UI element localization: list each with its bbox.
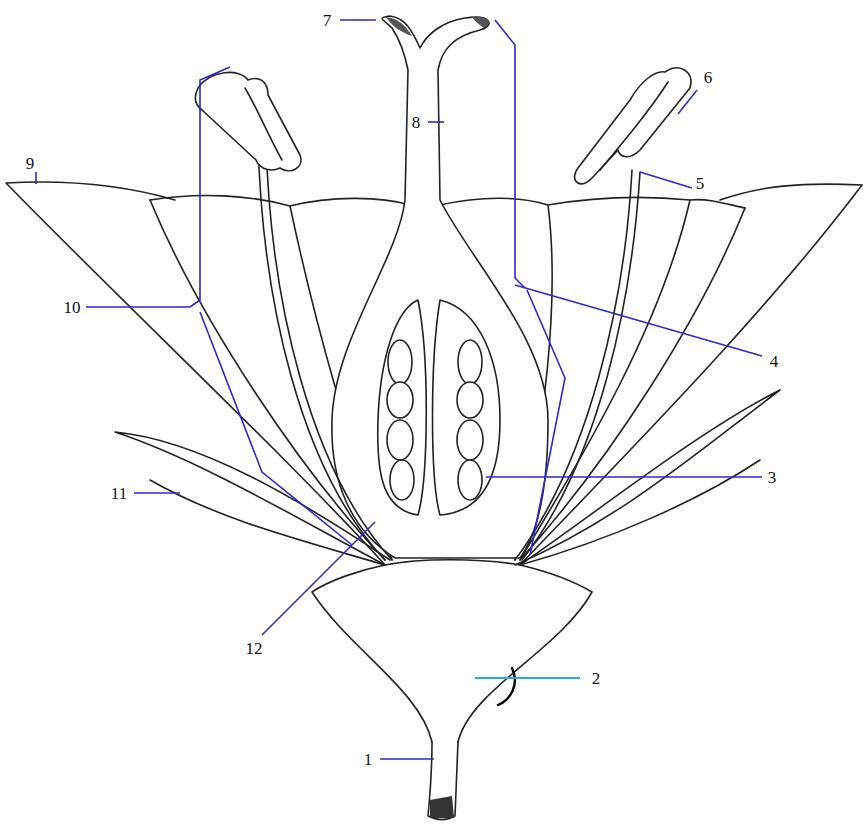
stigma-shade — [386, 17, 412, 36]
filament — [258, 140, 392, 560]
locule-outline — [378, 300, 427, 515]
anther-line — [245, 88, 282, 160]
leader-line — [428, 121, 444, 123]
leader-line — [200, 312, 352, 545]
leader-line — [486, 476, 762, 478]
ovule — [458, 340, 482, 384]
receptacle-outline — [312, 565, 432, 742]
ovule — [388, 340, 412, 384]
petal-line — [520, 208, 745, 560]
leader-line — [134, 492, 180, 494]
leader-line — [527, 290, 565, 555]
anther — [575, 68, 691, 184]
petal-rim — [440, 197, 745, 208]
callout-number: 6 — [704, 69, 713, 86]
leader-line — [515, 285, 762, 356]
locule-outline — [433, 300, 501, 515]
callout-number: 1 — [364, 751, 373, 768]
callout-number: 12 — [246, 640, 263, 657]
filament — [515, 170, 640, 560]
callout-number: 7 — [323, 12, 332, 29]
sepal-outline — [520, 460, 760, 565]
anther-line — [600, 82, 668, 170]
leader-line — [678, 90, 697, 114]
receptacle-top — [385, 560, 520, 565]
callout-number: 2 — [592, 670, 601, 687]
anther — [195, 72, 301, 170]
leader-line — [640, 172, 692, 188]
ovule — [387, 382, 413, 418]
petal-outline — [520, 184, 862, 565]
bracket-line — [495, 20, 525, 288]
stigma-shade — [472, 17, 489, 28]
callout-number: 9 — [26, 155, 35, 172]
ovule — [387, 420, 413, 460]
leader-line — [380, 758, 434, 760]
receptacle-outline — [458, 565, 592, 742]
ovule — [390, 460, 414, 500]
leader-line — [340, 19, 376, 21]
stalk-end — [430, 796, 454, 818]
petal-line — [520, 200, 690, 560]
leader-line — [35, 172, 37, 184]
callout-number: 4 — [770, 353, 779, 370]
ovule — [458, 460, 482, 500]
ovule — [457, 382, 483, 418]
node-arc — [498, 668, 515, 705]
leader-line — [475, 677, 580, 679]
callout-number: 5 — [696, 175, 705, 192]
stalk-outline — [428, 742, 458, 820]
leader-line — [86, 306, 190, 308]
petal-outline — [6, 182, 385, 565]
ovule — [457, 420, 483, 460]
leader-line — [262, 522, 375, 635]
callout-number: 3 — [768, 469, 777, 486]
petal-rim — [150, 195, 410, 206]
callout-number: 11 — [111, 485, 127, 502]
bracket-line — [190, 67, 230, 307]
callout-number: 10 — [64, 299, 81, 316]
callout-number: 8 — [412, 114, 421, 131]
